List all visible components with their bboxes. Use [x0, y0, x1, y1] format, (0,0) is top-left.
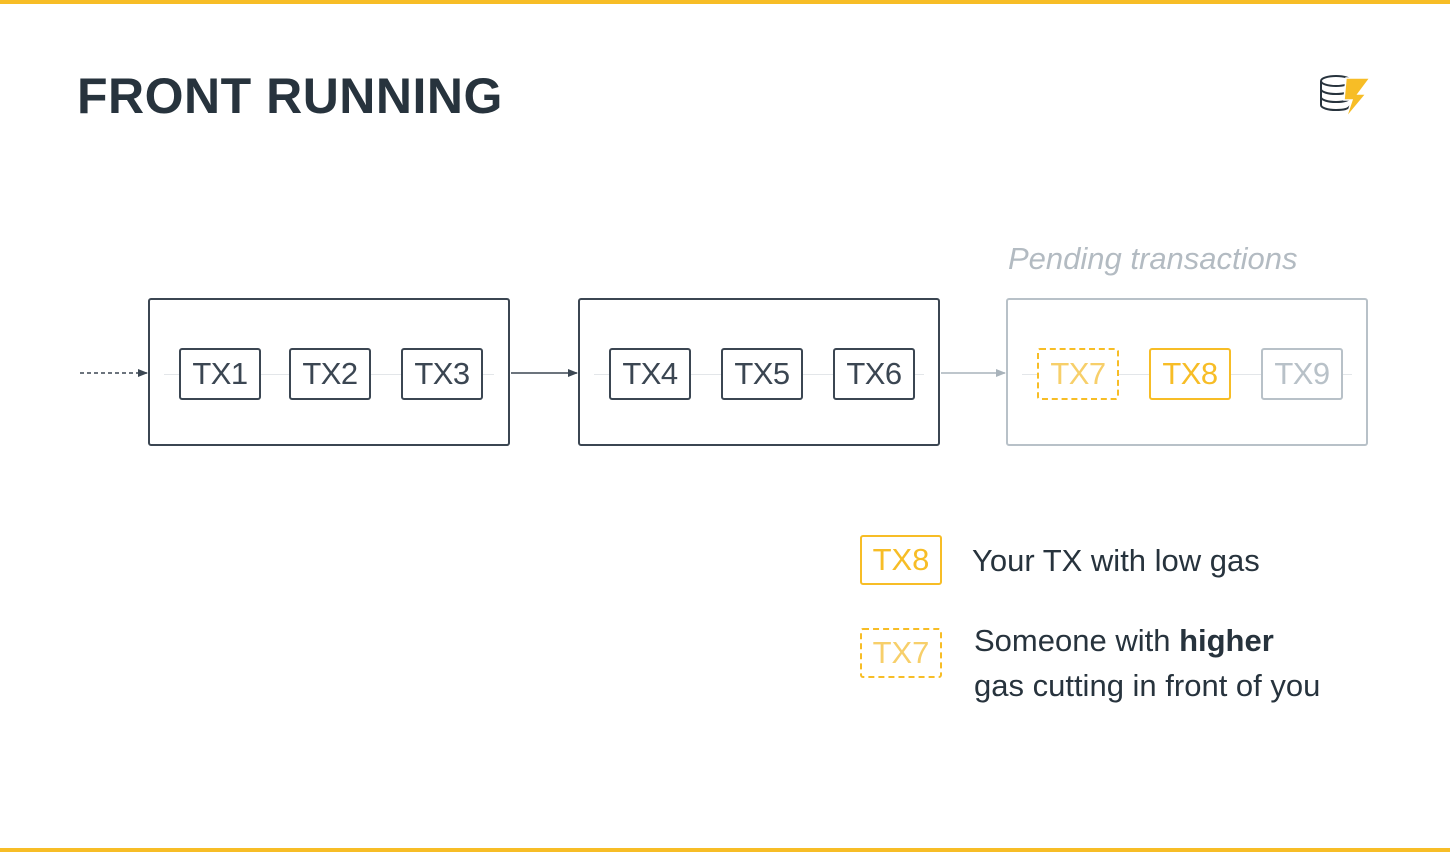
legend-your-tx-swatch: TX8: [860, 535, 942, 585]
legend-front-text-start: Someone with: [974, 623, 1180, 658]
legend-front-text-end: gas cutting in front of you: [974, 668, 1321, 703]
legend-front-tx-text: Someone with higher gas cutting in front…: [974, 618, 1394, 708]
coin-stack-lightning-icon: [1320, 75, 1372, 119]
pending-transactions-caption: Pending transactions: [1008, 241, 1298, 276]
block-2: TX4 TX5 TX6: [578, 298, 940, 446]
tx-box: TX5: [721, 348, 803, 400]
tx-box: TX3: [401, 348, 483, 400]
tx-box: TX4: [609, 348, 691, 400]
legend-front-tx-swatch: TX7: [860, 628, 942, 678]
tx-box: TX6: [833, 348, 915, 400]
tx-box-pending: TX9: [1261, 348, 1343, 400]
tx-box: TX2: [289, 348, 371, 400]
tx-box-front-runner: TX7: [1037, 348, 1119, 400]
pending-block: TX7 TX8 TX9: [1006, 298, 1368, 446]
top-accent-bar: [0, 0, 1450, 4]
bottom-accent-bar: [0, 848, 1450, 852]
tx-box-yours: TX8: [1149, 348, 1231, 400]
block-1: TX1 TX2 TX3: [148, 298, 510, 446]
page-title: FRONT RUNNING: [77, 68, 503, 124]
legend-front-text-emphasis: higher: [1179, 623, 1274, 658]
tx-box: TX1: [179, 348, 261, 400]
legend-your-tx-text: Your TX with low gas: [972, 543, 1260, 578]
